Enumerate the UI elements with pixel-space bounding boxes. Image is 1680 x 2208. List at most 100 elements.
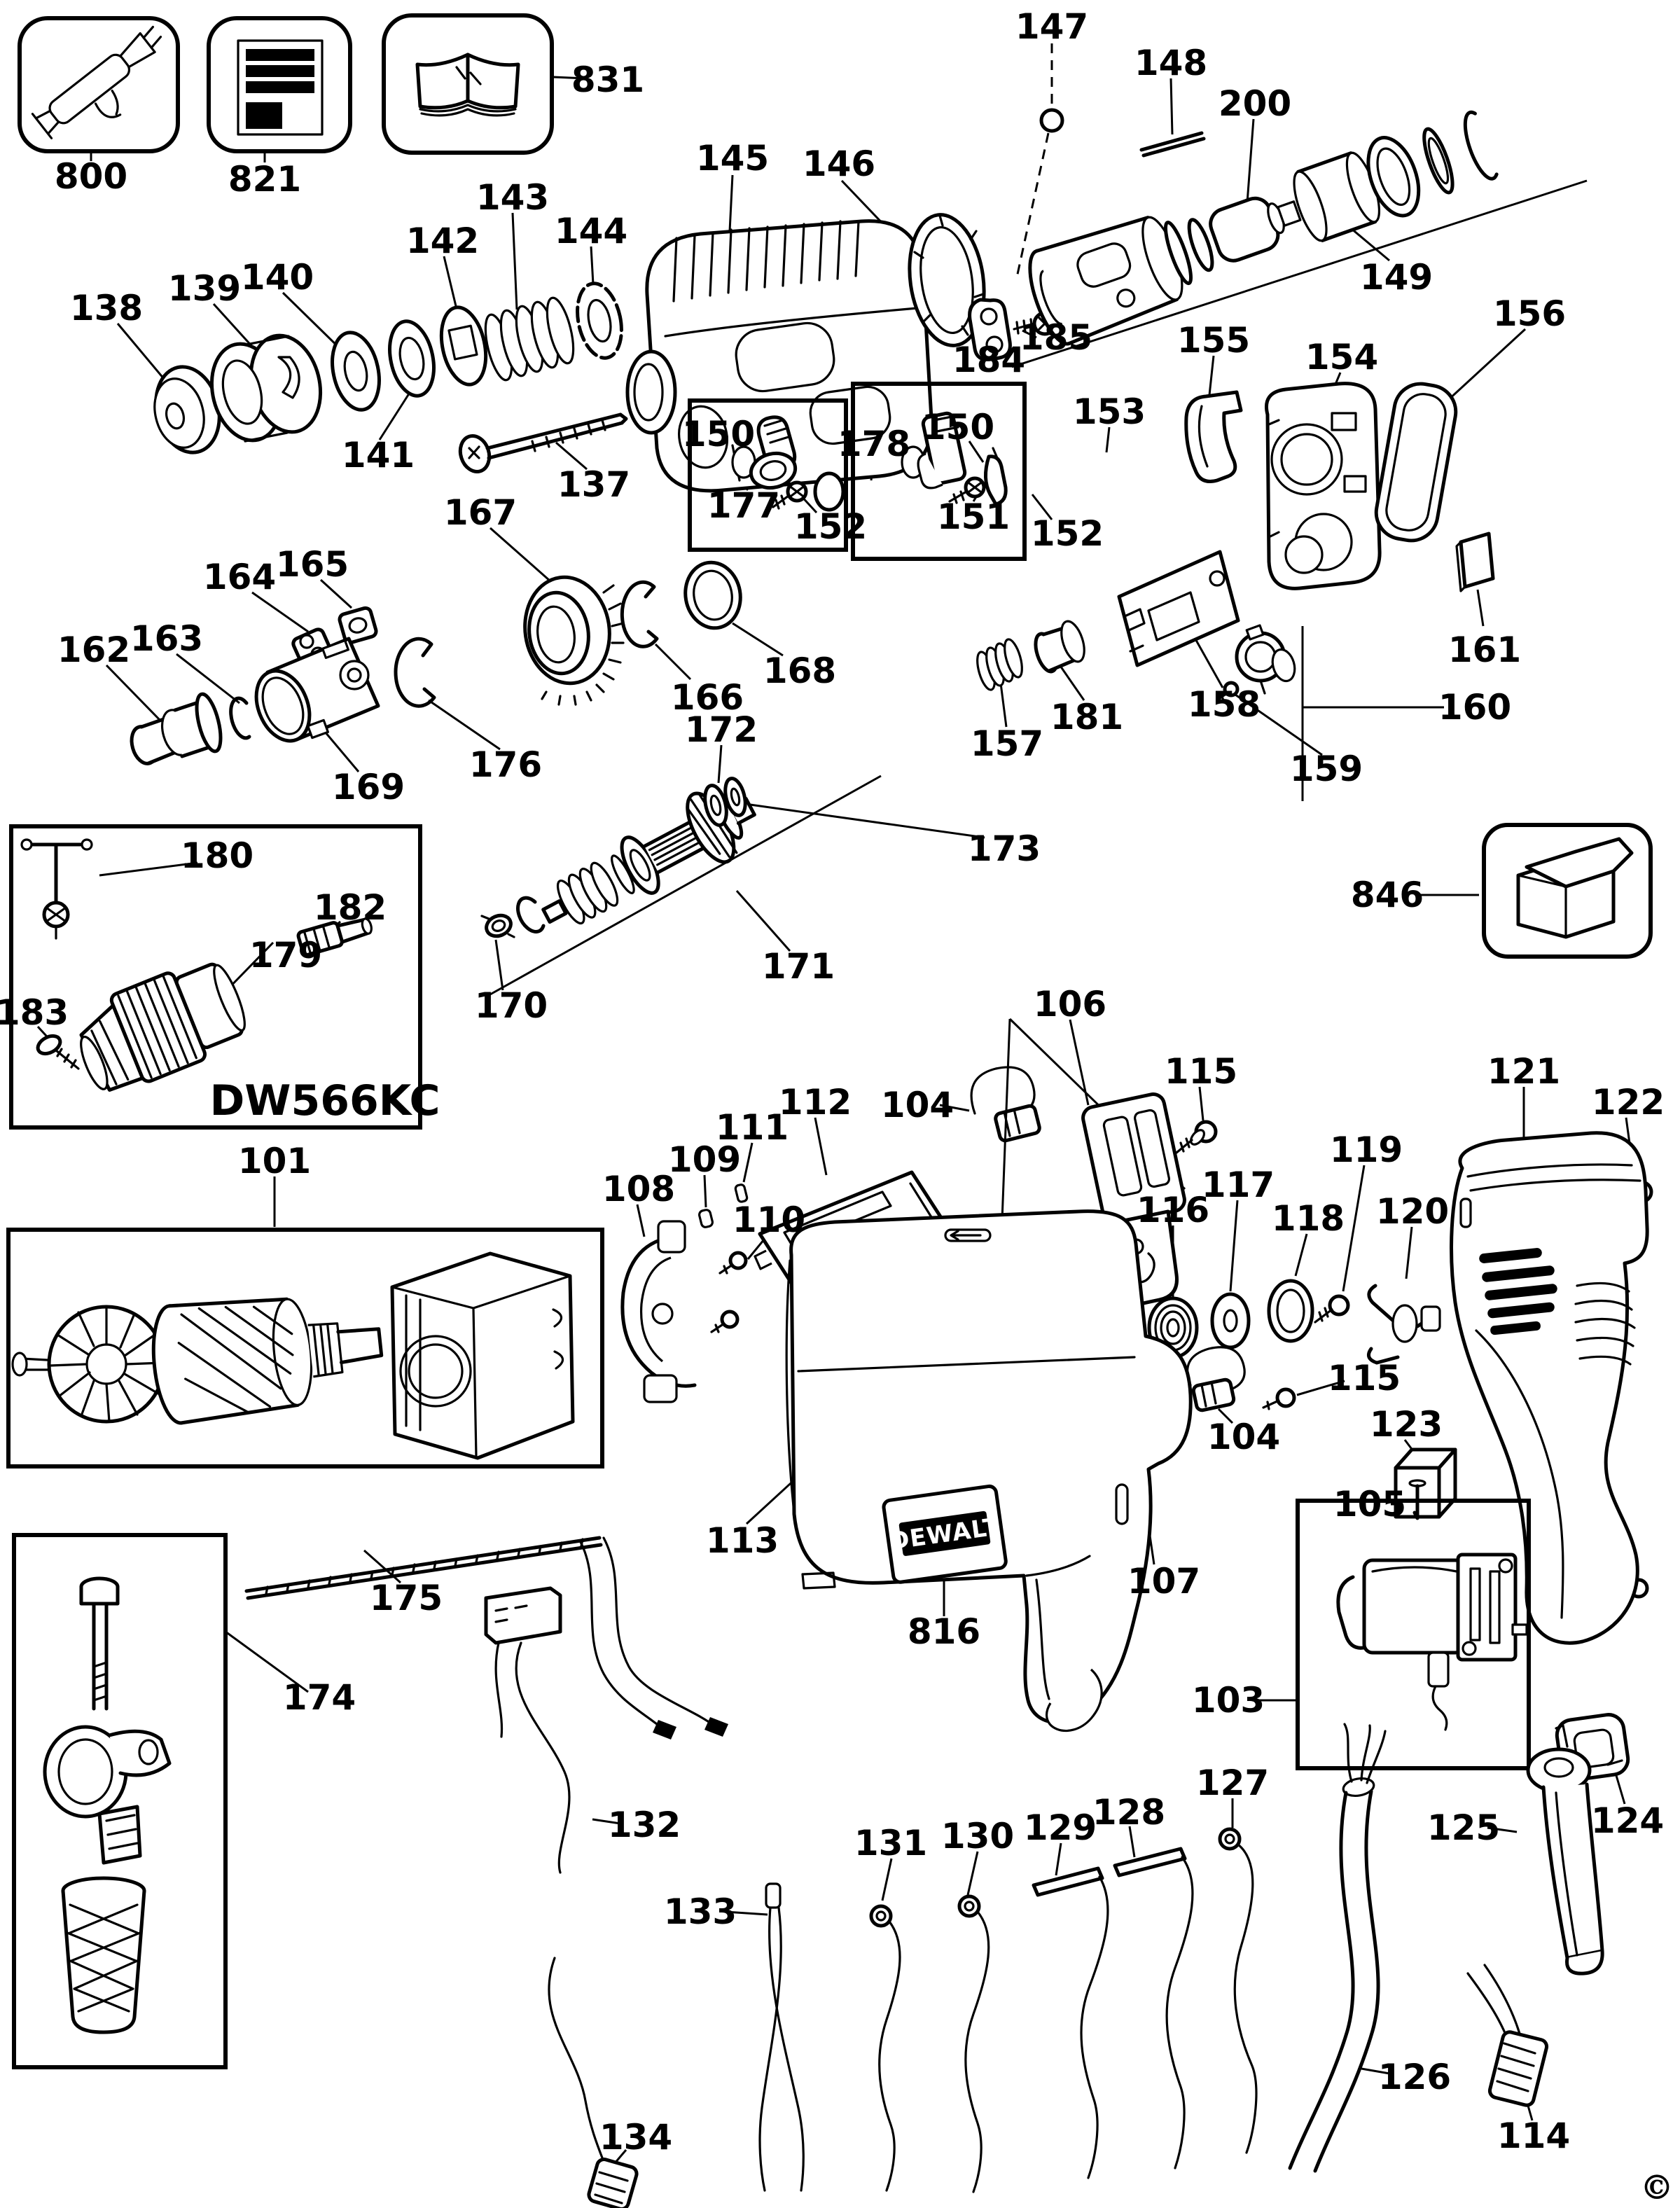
part-label-151: 151: [937, 497, 1010, 537]
part-motor-housing-113: [785, 1209, 1193, 1733]
part-label-816: 816: [908, 1611, 980, 1652]
part-label-119: 119: [1330, 1130, 1403, 1170]
part-label-129: 129: [1024, 1807, 1097, 1848]
part-screw-115a: [1175, 1120, 1218, 1154]
part-spring-157: [976, 638, 1023, 691]
part-label-148: 148: [1134, 43, 1207, 83]
part-screw-115b: [1262, 1387, 1296, 1410]
inset-box-mode-selector-2: [851, 382, 1027, 561]
part-label-152a: 152: [794, 506, 867, 547]
part-label-147: 147: [1015, 6, 1088, 47]
part-label-170: 170: [475, 985, 548, 1026]
part-label-164: 164: [203, 557, 276, 597]
part-label-104b: 104: [1207, 1417, 1280, 1457]
part-label-184: 184: [952, 340, 1025, 380]
part-washer-140: [331, 331, 381, 412]
part-label-161: 161: [1448, 630, 1521, 670]
part-pad-161: [1455, 532, 1495, 592]
part-screw-137: [458, 412, 628, 473]
kit-box-821: [207, 16, 352, 153]
part-label-145: 145: [696, 138, 769, 179]
carton-box-icon: [1516, 837, 1634, 939]
part-label-152b: 152: [1031, 513, 1104, 554]
model-number-text: DW566KC: [209, 1076, 440, 1125]
part-label-131: 131: [854, 1823, 927, 1863]
part-pin-111: [734, 1183, 749, 1203]
part-label-160: 160: [1438, 687, 1511, 728]
part-label-176: 176: [469, 744, 542, 785]
part-label-103: 103: [1192, 1680, 1265, 1721]
part-label-143: 143: [476, 177, 549, 218]
part-label-130: 130: [941, 1816, 1014, 1856]
part-cord-protector-114: [1466, 1964, 1549, 2107]
part-label-800: 800: [55, 156, 127, 197]
part-label-153: 153: [1073, 391, 1146, 432]
part-label-155: 155: [1177, 320, 1250, 361]
part-pin-109: [698, 1209, 714, 1228]
switch-box-103: [1296, 1479, 1531, 1770]
part-label-125: 125: [1427, 1807, 1500, 1848]
part-depth-rod-175: [244, 1536, 603, 1600]
part-label-167: 167: [444, 492, 517, 533]
part-chuck-key-180: [20, 838, 93, 940]
part-label-183: 183: [0, 992, 69, 1033]
part-label-158: 158: [1188, 684, 1261, 725]
part-label-140: 140: [241, 257, 314, 298]
part-screw-152a: [772, 480, 808, 510]
part-adapter-182: [296, 917, 373, 957]
part-label-162: 162: [57, 630, 130, 670]
part-ball-147: [1039, 108, 1064, 133]
part-power-cord-126: [1288, 1723, 1387, 2173]
part-label-821: 821: [228, 159, 301, 200]
part-label-159: 159: [1290, 749, 1363, 789]
part-nut-170: [480, 913, 515, 938]
part-label-169: 169: [332, 767, 405, 807]
part-label-138: 138: [70, 288, 143, 328]
part-o-ring-163: [229, 696, 251, 740]
part-label-177: 177: [707, 485, 780, 526]
part-shift-plate-158: [1117, 550, 1240, 667]
part-bracket-184: [968, 298, 1012, 361]
part-label-146: 146: [803, 144, 875, 184]
part-label-166: 166: [671, 677, 744, 718]
part-lead-wire-128: [1113, 1847, 1194, 2169]
part-label-120: 120: [1376, 1191, 1449, 1232]
part-clip-120: [1366, 1284, 1441, 1365]
part-ring-168: [683, 560, 742, 630]
part-label-150a: 150: [682, 414, 755, 454]
part-brush-104-lower: [1186, 1346, 1246, 1412]
part-label-122: 122: [1592, 1082, 1665, 1123]
part-label-180: 180: [181, 835, 254, 876]
part-name-plate-816: DEWALT: [882, 1484, 1008, 1584]
part-screw-159: [1216, 681, 1240, 702]
kit-box-831: [382, 13, 554, 155]
part-washer-172: [703, 784, 728, 827]
part-o-ring-200: [1187, 218, 1214, 272]
part-label-105: 105: [1333, 1484, 1406, 1525]
part-label-171: 171: [762, 946, 835, 987]
part-label-137: 137: [557, 464, 630, 505]
part-label-121: 121: [1487, 1051, 1560, 1092]
part-label-101: 101: [238, 1141, 311, 1181]
part-label-113: 113: [706, 1520, 779, 1561]
part-trigger-switch: [1336, 1553, 1528, 1731]
part-wire-133: [758, 1882, 805, 2192]
part-label-168: 168: [763, 651, 836, 691]
part-label-126: 126: [1378, 2057, 1451, 2097]
part-label-154: 154: [1305, 337, 1378, 377]
part-label-173: 173: [968, 828, 1041, 869]
part-label-174: 174: [283, 1677, 356, 1718]
part-gearcase-145: [625, 219, 933, 493]
part-label-123: 123: [1370, 1404, 1443, 1445]
part-label-179: 179: [249, 935, 322, 975]
part-label-181: 181: [1050, 697, 1123, 737]
part-label-106: 106: [1034, 984, 1106, 1025]
part-label-132: 132: [608, 1805, 681, 1845]
part-handle-grip: [61, 1876, 146, 2034]
part-washer-141: [388, 319, 436, 398]
copyright-symbol: ©: [1640, 2168, 1674, 2207]
chuck-kit-box: DW566KC: [9, 824, 440, 1130]
kit-box-800: [18, 16, 180, 153]
